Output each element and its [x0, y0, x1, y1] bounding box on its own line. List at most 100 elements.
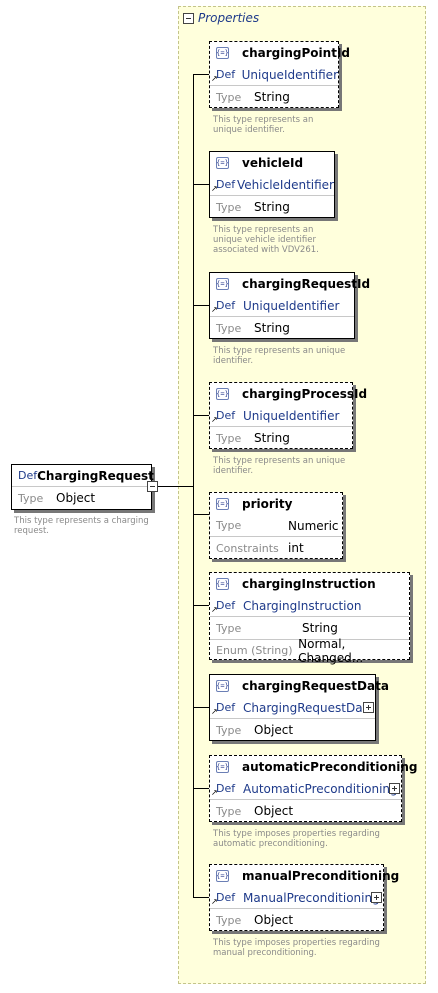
def-link[interactable]: UniqueIdentifier — [243, 408, 340, 423]
description-line: associated with VDV261. — [213, 245, 319, 255]
reference-arrow-icon: ↗ — [211, 305, 218, 314]
connector-branch — [193, 605, 209, 606]
expand-icon[interactable] — [363, 702, 374, 713]
type-value: String — [254, 321, 290, 335]
node-header: {=} chargingRequestId — [210, 273, 370, 295]
node-vehicleId[interactable]: {=} vehicleId Def VehicleIdentifier ↗ Ty… — [209, 151, 335, 218]
node-priority[interactable]: {=} priority Type Numeric Constraints in… — [209, 492, 343, 559]
def-link[interactable]: UniqueIdentifier — [241, 67, 338, 82]
node-name: automaticPreconditioning — [242, 760, 418, 774]
description-line: request. — [14, 526, 50, 536]
node-name: chargingPointId — [242, 46, 350, 60]
node-header: {=} priority — [210, 493, 342, 515]
def-link[interactable]: ChargingRequestData — [243, 700, 375, 715]
def-label: Def — [216, 891, 236, 904]
node-def-row: Def AutomaticPreconditioning ↗ — [210, 778, 401, 800]
reference-arrow-icon: ↗ — [211, 415, 218, 424]
enum-label: Enum (String) — [216, 644, 293, 657]
type-value: Object — [254, 723, 294, 737]
type-label: Type — [216, 804, 242, 818]
node-description: This type represents an unique identifie… — [213, 456, 345, 476]
element-icon: {=} — [216, 870, 229, 882]
connector-trunk — [193, 74, 194, 897]
description-line: identifier. — [213, 466, 254, 476]
element-icon: {=} — [216, 157, 229, 169]
type-value: String — [254, 90, 290, 104]
reference-arrow-icon: ↗ — [211, 74, 218, 83]
node-header: {=} chargingProcessId — [210, 383, 367, 405]
node-manualPreconditioning[interactable]: {=} manualPreconditioning Def ManualPrec… — [209, 864, 399, 931]
def-link[interactable]: ManualPreconditioning — [243, 890, 380, 905]
type-label: Type — [216, 431, 242, 445]
node-chargingPointId[interactable]: {=} chargingPointId Def UniqueIdentifier… — [209, 41, 350, 108]
node-chargingInstruction[interactable]: {=} chargingInstruction Def ChargingInst… — [209, 572, 410, 665]
def-link[interactable]: VehicleIdentifier — [237, 177, 334, 192]
type-value: Object — [254, 804, 294, 818]
node-type-row: Type Object — [210, 909, 383, 931]
node-chargingRequestId[interactable]: {=} chargingRequestId Def UniqueIdentifi… — [209, 272, 370, 339]
description-line: automatic preconditioning. — [213, 839, 328, 849]
def-label: Def — [216, 409, 236, 422]
node-name: vehicleId — [242, 156, 304, 170]
properties-group-header[interactable]: Properties — [183, 10, 259, 26]
node-type-row: Type String — [210, 196, 334, 218]
type-label: Type — [216, 519, 242, 532]
connector-branch — [193, 184, 209, 185]
def-label: Def — [216, 68, 236, 81]
type-value: Object — [254, 913, 294, 927]
description-line: unique vehicle identifier — [213, 235, 316, 245]
collapse-icon[interactable] — [183, 12, 194, 24]
node-def-row: Def UniqueIdentifier ↗ — [210, 64, 338, 86]
node-type-row: Type String — [210, 317, 354, 339]
reference-arrow-icon: ↗ — [211, 788, 218, 797]
def-label: Def — [216, 782, 236, 795]
type-label: Type — [216, 200, 242, 214]
expand-icon[interactable] — [389, 783, 400, 794]
expand-icon[interactable] — [371, 892, 382, 903]
root-description: This type represents a charging request. — [14, 516, 149, 536]
root-node[interactable]: Def ChargingRequest Type Object — [11, 464, 154, 510]
description-line: This type represents an unique — [213, 346, 346, 356]
type-value: String — [302, 621, 338, 635]
description-line: This type imposes properties regarding — [213, 829, 380, 839]
node-header: {=} chargingRequestData — [210, 675, 389, 697]
node-automaticPreconditioning[interactable]: {=} automaticPreconditioning Def Automat… — [209, 755, 418, 822]
type-label: Type — [216, 913, 242, 927]
type-value: String — [254, 431, 290, 445]
reference-arrow-icon: ↗ — [211, 184, 218, 193]
element-icon: {=} — [216, 278, 229, 290]
node-def-row: Def ChargingRequestData ↗ — [210, 697, 375, 719]
node-type-row: Type String — [210, 86, 338, 108]
node-header: {=} chargingInstruction — [210, 573, 409, 595]
def-link[interactable]: UniqueIdentifier — [243, 298, 340, 313]
node-name: manualPreconditioning — [242, 869, 400, 883]
type-label: Type — [18, 491, 44, 505]
connector-branch — [193, 514, 209, 515]
node-enum-row: Enum (String) Normal, Changed... — [210, 637, 409, 665]
node-def-row: Def ChargingInstruction ↗ — [210, 595, 409, 617]
node-header: {=} manualPreconditioning — [210, 865, 399, 887]
type-label: Type — [216, 90, 242, 104]
node-def-row: Def UniqueIdentifier ↗ — [210, 295, 354, 317]
def-link[interactable]: ChargingInstruction — [243, 598, 362, 613]
def-link[interactable]: AutomaticPreconditioning — [243, 781, 398, 796]
node-chargingProcessId[interactable]: {=} chargingProcessId Def UniqueIdentifi… — [209, 382, 367, 449]
node-type-row: Type String — [210, 617, 409, 639]
node-description: This type imposes properties regarding m… — [213, 938, 380, 958]
node-type-row: Type Object — [210, 800, 401, 822]
node-name: chargingInstruction — [242, 577, 376, 591]
node-name: priority — [242, 497, 293, 511]
type-label: Type — [216, 321, 242, 335]
node-description: This type represents an unique vehicle i… — [213, 225, 319, 255]
node-def-row: Def VehicleIdentifier ↗ — [210, 174, 334, 196]
node-name: chargingRequestId — [242, 277, 371, 291]
node-chargingRequestData[interactable]: {=} chargingRequestData Def ChargingRequ… — [209, 674, 389, 741]
node-name: chargingProcessId — [242, 387, 368, 401]
node-description: This type represents an unique identifie… — [213, 115, 313, 135]
collapse-icon[interactable] — [147, 481, 158, 492]
node-description: This type imposes properties regarding a… — [213, 829, 380, 849]
type-value: Numeric — [288, 518, 339, 533]
description-line: manual preconditioning. — [213, 948, 317, 958]
def-label: Def — [216, 178, 236, 191]
root-type-row: Type Object — [12, 487, 151, 509]
